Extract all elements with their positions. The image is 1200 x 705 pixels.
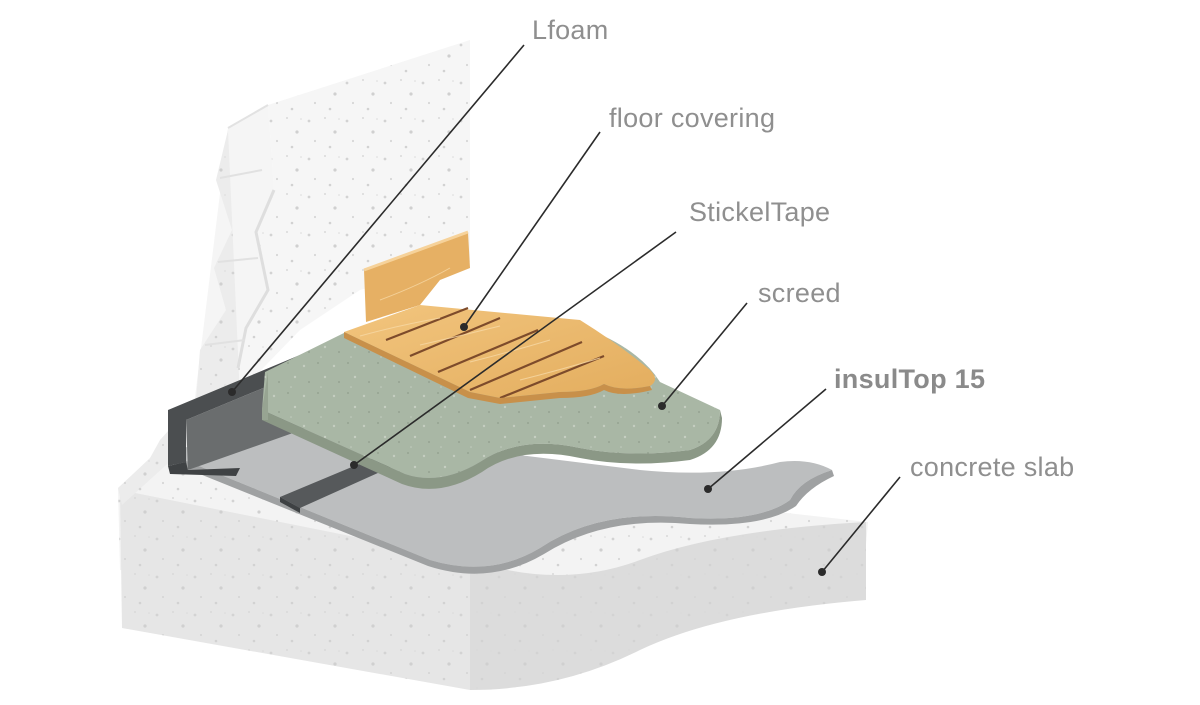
- callout-label-floor-covering: floor covering: [609, 103, 776, 133]
- leader-line-floor-covering: [463, 131, 601, 328]
- callout-label-insultop: insulTop 15: [834, 364, 986, 394]
- leader-line-lfoam: [231, 44, 525, 393]
- leader-line-stickeltape: [353, 231, 677, 466]
- leader-line-screed: [661, 302, 748, 407]
- anchor-dot-floor-covering: [460, 323, 468, 331]
- anchor-dot-lfoam: [228, 388, 236, 396]
- anchor-dot-screed: [658, 402, 666, 410]
- leader-lines: [231, 44, 901, 573]
- anchor-dot-insultop: [704, 485, 712, 493]
- callout-label-lfoam: Lfoam: [532, 15, 609, 45]
- anchor-dot-stickeltape: [350, 461, 358, 469]
- anchor-dot-concrete-slab: [818, 568, 826, 576]
- callout-label-concrete-slab: concrete slab: [910, 452, 1075, 482]
- callout-label-stickeltape: StickelTape: [689, 197, 831, 227]
- insultop-membrane: [170, 420, 834, 574]
- leader-dots: [228, 323, 826, 576]
- callout-label-screed: screed: [758, 278, 841, 308]
- leader-line-insultop: [707, 388, 827, 490]
- leader-line-concrete-slab: [821, 476, 901, 573]
- concrete-slab: [118, 455, 868, 690]
